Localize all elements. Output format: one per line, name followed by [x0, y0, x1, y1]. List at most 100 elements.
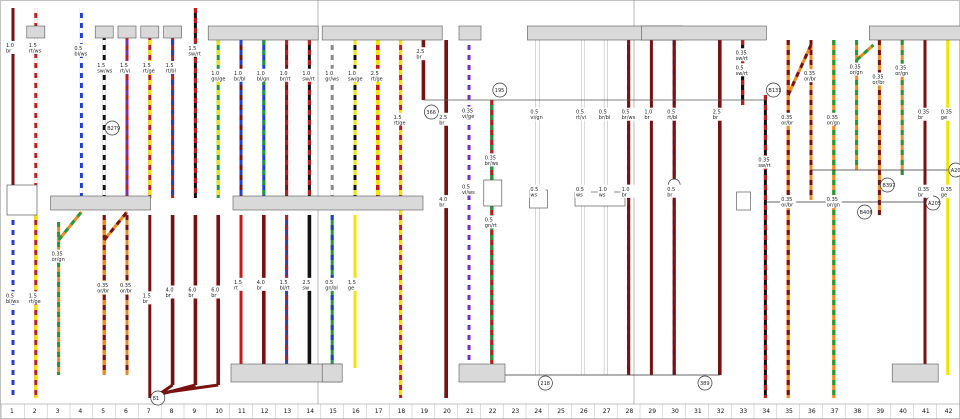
wire-size-label: 1.5: [143, 63, 151, 69]
column-number: 17: [375, 408, 383, 415]
ref-circle-label: 195: [495, 88, 505, 94]
column-number: 31: [694, 408, 702, 415]
box-j943[interactable]: [50, 195, 151, 211]
wire-color-label: br: [439, 120, 445, 126]
wire-color-label: br: [439, 203, 445, 209]
column-number: 7: [147, 408, 151, 415]
wire-size-label: 0.5: [622, 110, 630, 116]
wire-color-label: sw/rt: [302, 76, 314, 82]
wire-size-label: 2.5: [371, 71, 379, 77]
wire-label-bg: [734, 63, 751, 77]
wire-color-label: rt/vi: [576, 115, 586, 121]
box-sc40[interactable]: [117, 25, 137, 39]
wire-color-label: ge: [941, 115, 947, 121]
wire-color-label: br: [918, 192, 924, 198]
box-sc41[interactable]: [163, 25, 182, 39]
wire-diagonal-right2: [855, 43, 875, 62]
wire-size-label: 6.0: [211, 288, 219, 294]
ref-circle-shape: [104, 120, 120, 136]
ref-circle-389[interactable]: 389: [697, 375, 713, 391]
wire-label-bg: [825, 195, 842, 209]
wire-label-bg: [324, 277, 341, 291]
wire-color-label: sw: [302, 285, 309, 291]
wire-size-label: 4.0: [439, 197, 447, 203]
box-sc14[interactable]: [94, 25, 114, 39]
box-j533[interactable]: [869, 25, 960, 41]
wire-color-label: br: [257, 285, 263, 291]
wire-diagonal-orbr: [103, 211, 129, 241]
wire-label-bg: [871, 72, 888, 86]
wire-label-bg: [939, 107, 956, 121]
box-k235[interactable]: [458, 363, 506, 383]
wire-label-bg: [5, 40, 21, 54]
wire-color-label: rt/ge: [143, 68, 155, 74]
wire-label-bg: [917, 107, 933, 121]
box-j942[interactable]: [232, 195, 424, 211]
wire-size-label: 1.5: [166, 63, 174, 69]
wire-size-label: 1.5: [143, 293, 151, 299]
box-sb8[interactable]: [26, 25, 46, 39]
wire-label-bg: [483, 153, 500, 167]
box-u10-rect: [321, 25, 443, 41]
wire-color-label: or/br: [97, 289, 110, 295]
box-j461-relay[interactable]: [6, 184, 38, 216]
ref-circle-81[interactable]: 81: [150, 390, 166, 406]
wire-size-label: 0.35: [941, 187, 952, 193]
column-number: 13: [284, 408, 292, 415]
wire-color-label: sw/rt: [736, 56, 748, 62]
ref-circle-b397[interactable]: B397: [880, 177, 895, 193]
wire-size-label: 0.35: [850, 65, 861, 71]
box-layer: B279195366B131B397B406A205A20481218389: [6, 25, 960, 406]
wire-color-label: gn/ge: [211, 76, 225, 82]
ref-circle-195[interactable]: 195: [492, 82, 508, 98]
comp-f[interactable]: [736, 191, 751, 211]
box-u10-bottom[interactable]: [321, 363, 343, 383]
wire-size-label: 1.0: [622, 187, 630, 193]
column-number: 28: [626, 408, 634, 415]
box-u15[interactable]: [207, 25, 319, 41]
ref-circle-label: B279: [107, 126, 120, 132]
box-j285[interactable]: [891, 363, 939, 383]
ref-circle-a204[interactable]: A204: [948, 162, 960, 178]
box-u10[interactable]: [321, 25, 443, 41]
box-sc41-rect: [163, 25, 182, 39]
wire-size-label: 0.35: [781, 197, 792, 203]
wire-label-bg: [939, 184, 956, 198]
wire-label-bg: [233, 277, 249, 291]
wire-size-label: 1.5: [280, 280, 288, 286]
ref-circle-b406[interactable]: B406: [857, 204, 873, 220]
ref-circle-b131[interactable]: B131: [766, 82, 781, 98]
comp-e501[interactable]: [483, 179, 503, 207]
wire-label-bg: [369, 68, 386, 82]
box-sc42[interactable]: [140, 25, 160, 39]
wire-label-bg: [278, 277, 295, 291]
column-number: 11: [238, 408, 246, 415]
wire-label-bg: [301, 277, 318, 291]
wire-label-bg: [324, 68, 341, 82]
column-number: 21: [466, 408, 474, 415]
wire-color-label: gr/ws: [325, 76, 339, 82]
box-sc42-rect: [140, 25, 160, 39]
wire-label-bg: [620, 184, 637, 198]
column-number: 9: [192, 408, 196, 415]
column-number: 19: [420, 408, 428, 415]
wire-size-label: 1.0: [280, 71, 288, 77]
wire-label-bg: [666, 184, 683, 198]
wire-size-label: 0.35: [918, 110, 929, 116]
wire-color-label: br/bl: [599, 115, 610, 121]
ref-circle-366[interactable]: 366: [424, 104, 439, 120]
ref-circle-b279[interactable]: B279: [104, 120, 120, 136]
wire-color-label: rt/bl: [667, 115, 677, 121]
wire-label-bg: [164, 60, 181, 74]
column-number: 22: [489, 408, 497, 415]
box-sc56[interactable]: [458, 25, 482, 41]
wire-label-bg: [73, 43, 90, 57]
wire-size-label: 1.0: [234, 71, 242, 77]
wire-color-label: br: [166, 293, 172, 299]
wire-size-label: 1.5: [348, 280, 356, 286]
box-j519b[interactable]: [641, 25, 767, 41]
ref-circle-218[interactable]: 218: [538, 375, 553, 391]
